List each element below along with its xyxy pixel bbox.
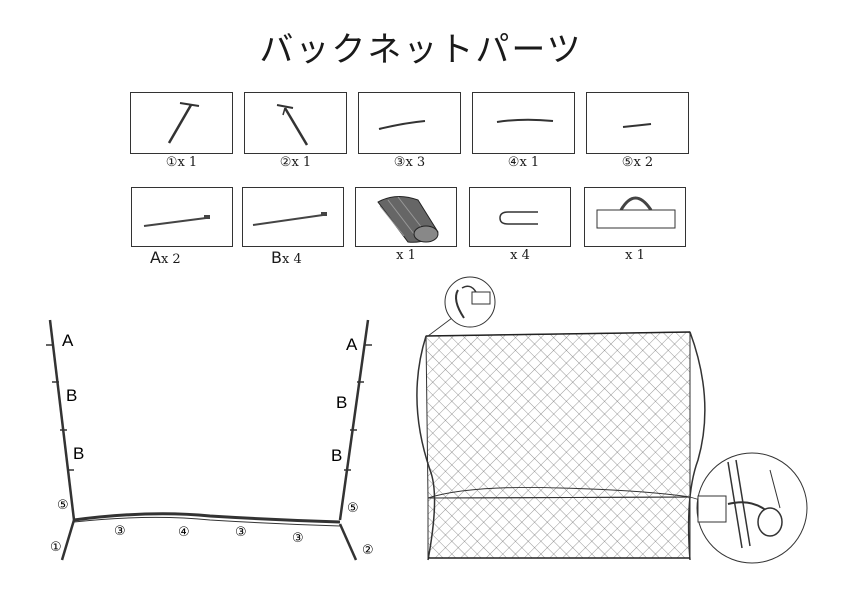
- part-box-5: [586, 92, 689, 154]
- label-bottom-3b: ③: [235, 525, 247, 540]
- ground-stake-icon: [499, 211, 538, 225]
- label-bottom-3c: ③: [292, 531, 304, 546]
- label-right-b1: B: [336, 393, 347, 412]
- detail-bottom-circle: [689, 452, 808, 564]
- part-caption-1: ①x 1: [165, 155, 198, 170]
- label-right-b2: B: [331, 446, 342, 465]
- page-title: バックネットパーツ: [259, 30, 583, 70]
- part-caption-5: ⑤x 2: [621, 155, 654, 170]
- part-caption-bag: x 1: [625, 248, 645, 263]
- part-box-2: [244, 92, 347, 154]
- part-caption-4: ④x 1: [507, 155, 540, 170]
- part-box-net: [355, 187, 457, 247]
- part-box-4: [472, 92, 575, 154]
- label-right-2: ②: [362, 543, 374, 558]
- label-right-a: A: [346, 335, 358, 354]
- pole-a-icon: [143, 215, 210, 227]
- label-left-b2: B: [73, 444, 84, 463]
- part-caption-b: Bx 4: [271, 248, 302, 267]
- rod-4-icon: [496, 118, 554, 123]
- rolled-net-icon: [377, 196, 439, 243]
- label-bottom-4: ④: [178, 525, 190, 540]
- rod-3-icon: [378, 120, 426, 130]
- pole-2-icon: [276, 104, 309, 146]
- frame-assembly: [46, 319, 372, 561]
- part-caption-a: Ax 2: [150, 248, 181, 267]
- part-caption-3: ③x 3: [393, 155, 426, 170]
- pole-1-icon: [167, 102, 200, 144]
- assembled-net: [416, 331, 706, 561]
- label-left-1: ①: [50, 540, 62, 555]
- part-box-1: [130, 92, 233, 154]
- carry-bag-icon: [596, 196, 676, 229]
- label-left-a: A: [62, 331, 74, 350]
- part-caption-stake: x 4: [510, 248, 530, 263]
- label-left-b1: B: [66, 386, 77, 405]
- detail-top-circle: [427, 276, 496, 337]
- part-box-stake: [469, 187, 571, 247]
- part-caption-2: ②x 1: [279, 155, 312, 170]
- part-box-3: [358, 92, 461, 154]
- pole-b-icon: [252, 212, 327, 226]
- part-box-bag: [584, 187, 686, 247]
- part-caption-net: x 1: [396, 248, 416, 263]
- rod-5-icon: [622, 123, 652, 128]
- label-bottom-3a: ③: [114, 524, 126, 539]
- label-left-5: ⑤: [57, 498, 69, 513]
- part-box-b: [242, 187, 344, 247]
- label-right-5: ⑤: [347, 501, 359, 516]
- part-box-a: [131, 187, 233, 247]
